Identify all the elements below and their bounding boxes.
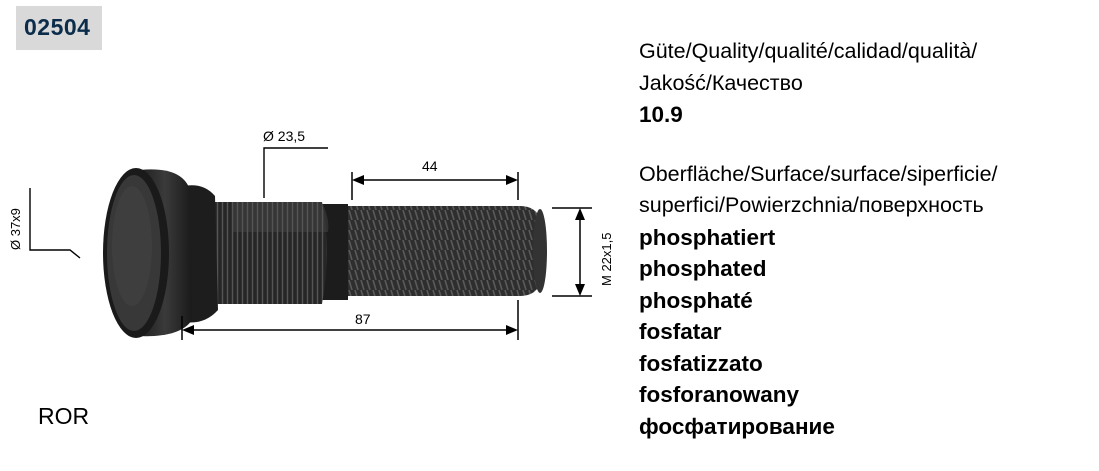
surface-value: fosforanowany <box>639 382 800 407</box>
brand-label: ROR <box>38 403 90 429</box>
thread-length-dimension <box>351 172 519 200</box>
thread-diameter-dimension <box>552 207 592 297</box>
surface-value: fosfatar <box>639 319 722 344</box>
spec-block: Güte/Quality/qualité/calidad/qualità/ Ja… <box>639 36 998 442</box>
part-number-badge: 02504 <box>16 6 102 50</box>
quality-value: 10.9 <box>639 102 683 127</box>
surface-value: phosphated <box>639 256 767 281</box>
part-number: 02504 <box>24 14 91 40</box>
surface-label-line2: superfici/Powierzchnia/поверхность <box>639 193 984 217</box>
knurl-diameter-label: Ø 23,5 <box>263 128 305 144</box>
surface-value: phosphatiert <box>639 224 776 250</box>
surface-value: fosfatizzato <box>639 350 763 376</box>
surface-value: фосфатирование <box>639 413 835 439</box>
wheel-stud-drawing: Ø 37x9 Ø 23,5 44 87 M 22x1,5 <box>8 128 614 340</box>
threaded-shank <box>338 206 547 296</box>
head-diameter-label: Ø 37x9 <box>8 208 23 250</box>
head-diameter-leader <box>29 188 81 259</box>
surface-value: phosphaté <box>639 287 753 313</box>
thread-diameter-label: M 22x1,5 <box>599 233 614 286</box>
total-length-dimension <box>181 300 519 340</box>
knurled-section <box>200 202 329 304</box>
quality-label-line1: Güte/Quality/qualité/calidad/qualità/ <box>639 39 978 63</box>
quality-label-line2: Jakość/Качество <box>639 70 803 95</box>
total-length-label: 87 <box>355 311 371 327</box>
stud-head <box>103 168 192 338</box>
knurl-diameter-leader <box>263 147 328 198</box>
thread-length-label: 44 <box>422 158 438 174</box>
surface-label-line1: Oberfläche/Surface/surface/siperficie/ <box>639 161 998 186</box>
